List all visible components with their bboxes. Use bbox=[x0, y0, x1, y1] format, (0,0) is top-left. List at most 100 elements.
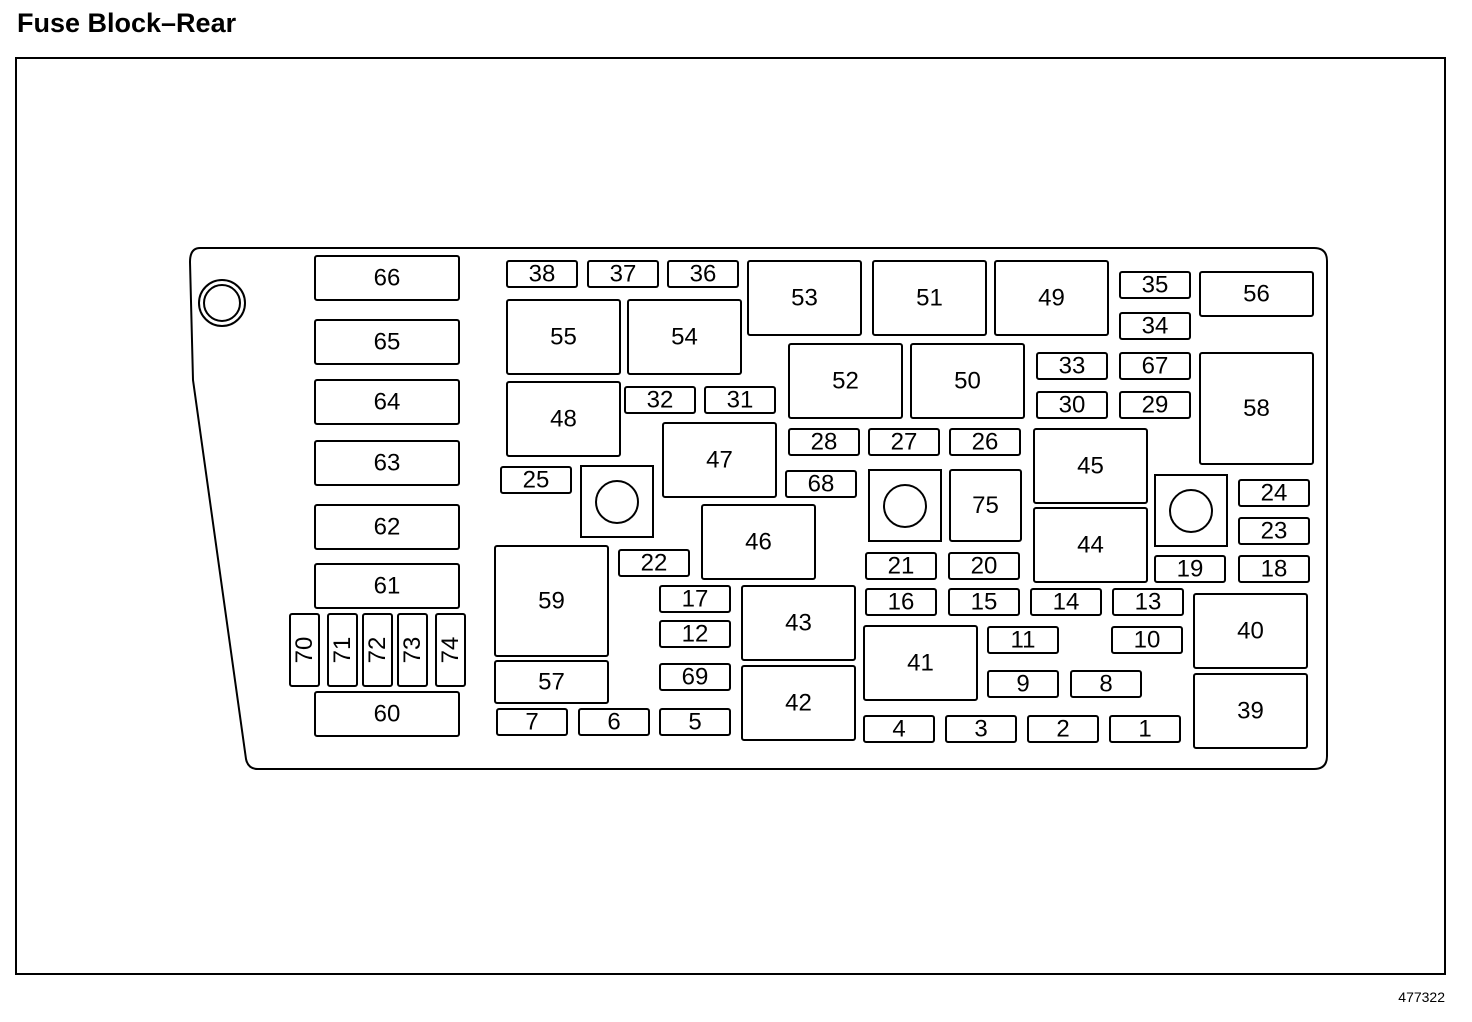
fuse-9-label: 9 bbox=[1016, 671, 1029, 698]
mounting-hole-outer bbox=[198, 279, 246, 327]
fuse-39-label: 39 bbox=[1237, 698, 1264, 725]
fuse-51-body bbox=[872, 260, 987, 336]
fuse-54-label: 54 bbox=[671, 324, 698, 351]
fuse-67: 67 bbox=[1119, 352, 1191, 380]
fuse-49: 49 bbox=[994, 260, 1109, 336]
fuse-41-body bbox=[863, 625, 978, 701]
fuse-8-body bbox=[1070, 670, 1142, 698]
fuse-39-body bbox=[1193, 673, 1308, 749]
fuse-70: 70 bbox=[289, 613, 320, 687]
fuse-6: 6 bbox=[578, 708, 650, 736]
fuse-35: 35 bbox=[1119, 271, 1191, 299]
fuse-33: 33 bbox=[1036, 352, 1108, 380]
fuse-13: 13 bbox=[1112, 588, 1184, 616]
fuse-52: 52 bbox=[788, 343, 903, 419]
fuse-71-label: 71 bbox=[329, 637, 356, 664]
fuse-61-body bbox=[314, 563, 460, 609]
fuse-45: 45 bbox=[1033, 428, 1148, 504]
fuse-15-label: 15 bbox=[971, 589, 998, 616]
fuse-72-body bbox=[362, 613, 393, 687]
fuse-28: 28 bbox=[788, 428, 860, 456]
fuse-46: 46 bbox=[701, 504, 816, 580]
fuse-1: 1 bbox=[1109, 715, 1181, 743]
fuse-65: 65 bbox=[314, 319, 460, 365]
fuse-73-label: 73 bbox=[399, 637, 426, 664]
fuse-20: 20 bbox=[948, 552, 1020, 580]
fuse-75-body bbox=[949, 469, 1022, 542]
fuse-51-label: 51 bbox=[916, 285, 943, 312]
fuse-26-label: 26 bbox=[972, 429, 999, 456]
fuse-12-label: 12 bbox=[682, 621, 709, 648]
fuse-50-body bbox=[910, 343, 1025, 419]
fuse-47: 47 bbox=[662, 422, 777, 498]
fuse-20-label: 20 bbox=[971, 553, 998, 580]
fuse-62-body bbox=[314, 504, 460, 550]
fuse-32-label: 32 bbox=[647, 387, 674, 414]
fuse-16: 16 bbox=[865, 588, 937, 616]
fuse-48: 48 bbox=[506, 381, 621, 457]
fuse-44-label: 44 bbox=[1077, 532, 1104, 559]
fuse-58-label: 58 bbox=[1243, 395, 1270, 422]
fuse-39: 39 bbox=[1193, 673, 1308, 749]
fuse-19-label: 19 bbox=[1177, 556, 1204, 583]
fuse-64-body bbox=[314, 379, 460, 425]
fuse-75: 75 bbox=[949, 469, 1022, 542]
fuse-29: 29 bbox=[1119, 391, 1191, 419]
fuse-34-body bbox=[1119, 312, 1191, 340]
fuse-4-body bbox=[863, 715, 935, 743]
fuse-33-label: 33 bbox=[1059, 353, 1086, 380]
fuse-25-label: 25 bbox=[523, 467, 550, 494]
fuse-55-body bbox=[506, 299, 621, 375]
fuse-41-label: 41 bbox=[907, 650, 934, 677]
fuse-73-body bbox=[397, 613, 428, 687]
fuse-26: 26 bbox=[949, 428, 1021, 456]
fuse-13-label: 13 bbox=[1135, 589, 1162, 616]
fuse-40-body bbox=[1193, 593, 1308, 669]
fuse-2: 2 bbox=[1027, 715, 1099, 743]
fuse-1-body bbox=[1109, 715, 1181, 743]
fuse-38: 38 bbox=[506, 260, 578, 288]
stud-2 bbox=[868, 469, 942, 542]
fuse-23-label: 23 bbox=[1261, 518, 1288, 545]
fuse-34-label: 34 bbox=[1142, 313, 1169, 340]
fuse-69-body bbox=[659, 663, 731, 691]
fuse-60: 60 bbox=[314, 691, 460, 737]
fuse-22: 22 bbox=[618, 549, 690, 577]
fuse-3: 3 bbox=[945, 715, 1017, 743]
fuse-2-body bbox=[1027, 715, 1099, 743]
fuse-31-label: 31 bbox=[727, 387, 754, 414]
fuse-4-label: 4 bbox=[892, 716, 905, 743]
fuse-50: 50 bbox=[910, 343, 1025, 419]
fuse-24-label: 24 bbox=[1261, 480, 1288, 507]
fuse-51: 51 bbox=[872, 260, 987, 336]
fuse-74: 74 bbox=[435, 613, 466, 687]
fuse-38-label: 38 bbox=[529, 261, 556, 288]
fuse-17-label: 17 bbox=[682, 586, 709, 613]
fuse-47-body bbox=[662, 422, 777, 498]
fuse-10: 10 bbox=[1111, 626, 1183, 654]
fuse-74-label: 74 bbox=[437, 637, 464, 664]
mounting-hole-inner bbox=[203, 284, 241, 322]
fuse-43-body bbox=[741, 585, 856, 661]
fuse-56: 56 bbox=[1199, 271, 1314, 317]
fuse-74-body bbox=[435, 613, 466, 687]
fuse-57-label: 57 bbox=[538, 669, 565, 696]
fuse-34: 34 bbox=[1119, 312, 1191, 340]
fuse-8: 8 bbox=[1070, 670, 1142, 698]
fuse-31: 31 bbox=[704, 386, 776, 414]
fuse-35-body bbox=[1119, 271, 1191, 299]
fuse-12: 12 bbox=[659, 620, 731, 648]
fuse-block-outline bbox=[188, 247, 1328, 770]
fuse-68-label: 68 bbox=[808, 471, 835, 498]
fuse-28-label: 28 bbox=[811, 429, 838, 456]
fuse-13-body bbox=[1112, 588, 1184, 616]
fuse-21-label: 21 bbox=[888, 553, 915, 580]
fuse-59-body bbox=[494, 545, 609, 657]
fuse-60-label: 60 bbox=[374, 701, 401, 728]
fuse-11: 11 bbox=[987, 626, 1059, 654]
fuse-25-body bbox=[500, 466, 572, 494]
fuse-10-body bbox=[1111, 626, 1183, 654]
fuse-62-label: 62 bbox=[374, 514, 401, 541]
fuse-25: 25 bbox=[500, 466, 572, 494]
figure-number: 477322 bbox=[1398, 989, 1445, 1005]
